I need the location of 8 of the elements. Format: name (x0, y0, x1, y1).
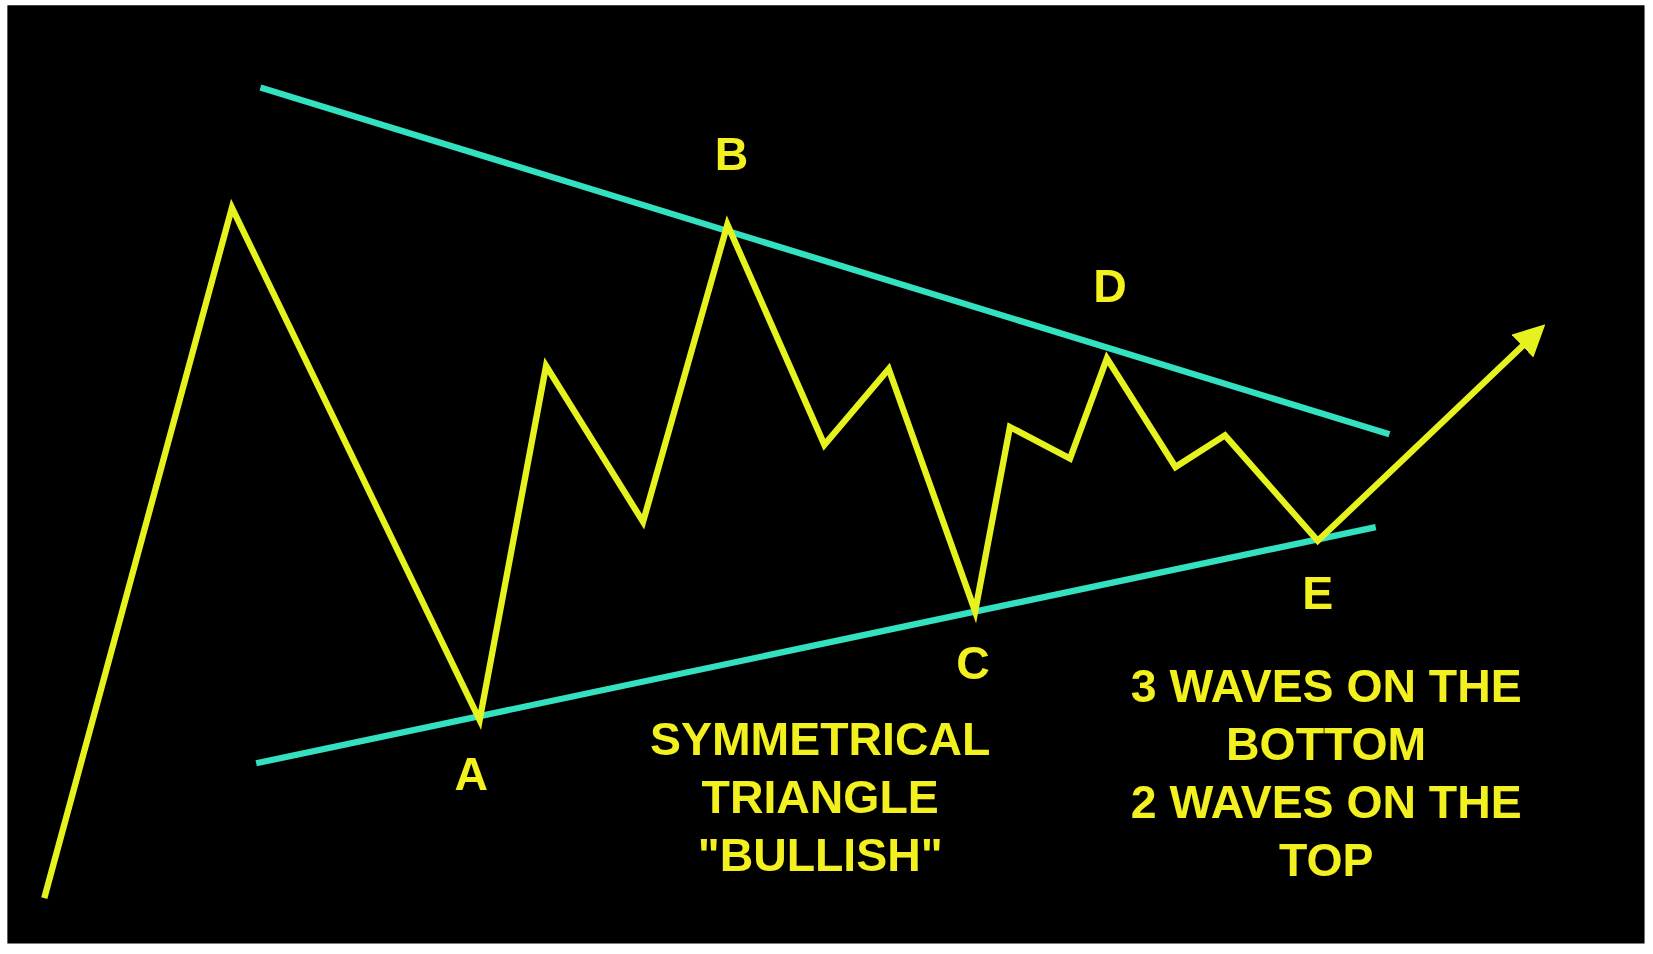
note-text: 3 WAVES ON THE BOTTOM (1129, 658, 1523, 772)
point-label: E (1301, 566, 1335, 621)
point-label: C (955, 635, 991, 691)
pattern-title: SYMMETRICAL TRIANGLE "BULLISH" (649, 711, 992, 883)
point-label: B (713, 126, 750, 182)
point-label: D (1092, 258, 1128, 313)
note-text: 2 WAVES ON THE TOP (1129, 774, 1523, 888)
point-label: A (453, 746, 489, 802)
